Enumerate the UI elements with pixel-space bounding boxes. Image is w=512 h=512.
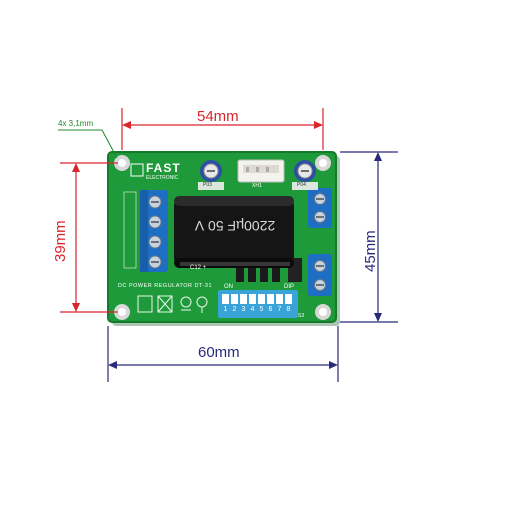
dip-number-7: 7 [277, 306, 282, 313]
hole-note-label: 4x 3,1mm [58, 119, 94, 128]
dim-right-45mm [340, 151, 398, 323]
dip-ref: S3 [298, 313, 305, 319]
dip-number-5: 5 [259, 306, 264, 313]
mount-hole-tr [315, 155, 331, 171]
terminal-block-right-top [308, 188, 332, 228]
trimmer-left-ref: P03 [203, 182, 212, 188]
xh-connector [237, 159, 285, 183]
mount-hole-bl [114, 304, 130, 320]
dim-left-39mm [60, 162, 118, 313]
dim-top-label: 54mm [197, 108, 239, 125]
pcb-edge [107, 151, 337, 323]
trimmer-left [198, 160, 224, 190]
trimmer-right [292, 160, 318, 190]
dip-number-6: 6 [268, 306, 273, 313]
mount-hole-tl [114, 155, 130, 171]
component-row [236, 268, 280, 282]
dip-number-1: 1 [223, 306, 228, 313]
dim-top-54mm [121, 108, 324, 150]
brand-sub-text: ELECTRONIC [146, 175, 179, 181]
dim-left-label: 39mm [52, 220, 69, 262]
trimmer-right-ref: P04 [297, 182, 306, 188]
capacitor-label: 2200µF 50 V [194, 218, 276, 234]
connector-ref: XH1 [252, 183, 262, 189]
silkscreen-logos [137, 295, 208, 313]
brand-logo-text: FAST [146, 161, 181, 175]
dip-on-label: ON [224, 284, 233, 290]
fast-logo-mark [130, 163, 144, 177]
dip-number-3: 3 [241, 306, 246, 313]
dip-number-2: 2 [232, 306, 237, 313]
dip-label: DIP [284, 284, 295, 290]
board-title: DC POWER REGULATOR DT-31 [118, 283, 213, 289]
dim-bottom-label: 60mm [198, 344, 240, 361]
capacitor-ref: C12 + [190, 265, 207, 271]
capacitor-2200uf [174, 196, 294, 268]
dim-bottom-60mm [107, 326, 339, 382]
dim-right-label: 45mm [362, 230, 379, 272]
terminal-block-left [140, 190, 168, 272]
hole-note-leader [58, 129, 118, 159]
terminal-block-right-bottom [308, 254, 332, 296]
dip-switch [218, 290, 298, 318]
mount-hole-br [315, 304, 331, 320]
silkscreen-left-box [123, 191, 137, 269]
dip-number-4: 4 [250, 306, 255, 313]
dip-number-8: 8 [286, 306, 291, 313]
